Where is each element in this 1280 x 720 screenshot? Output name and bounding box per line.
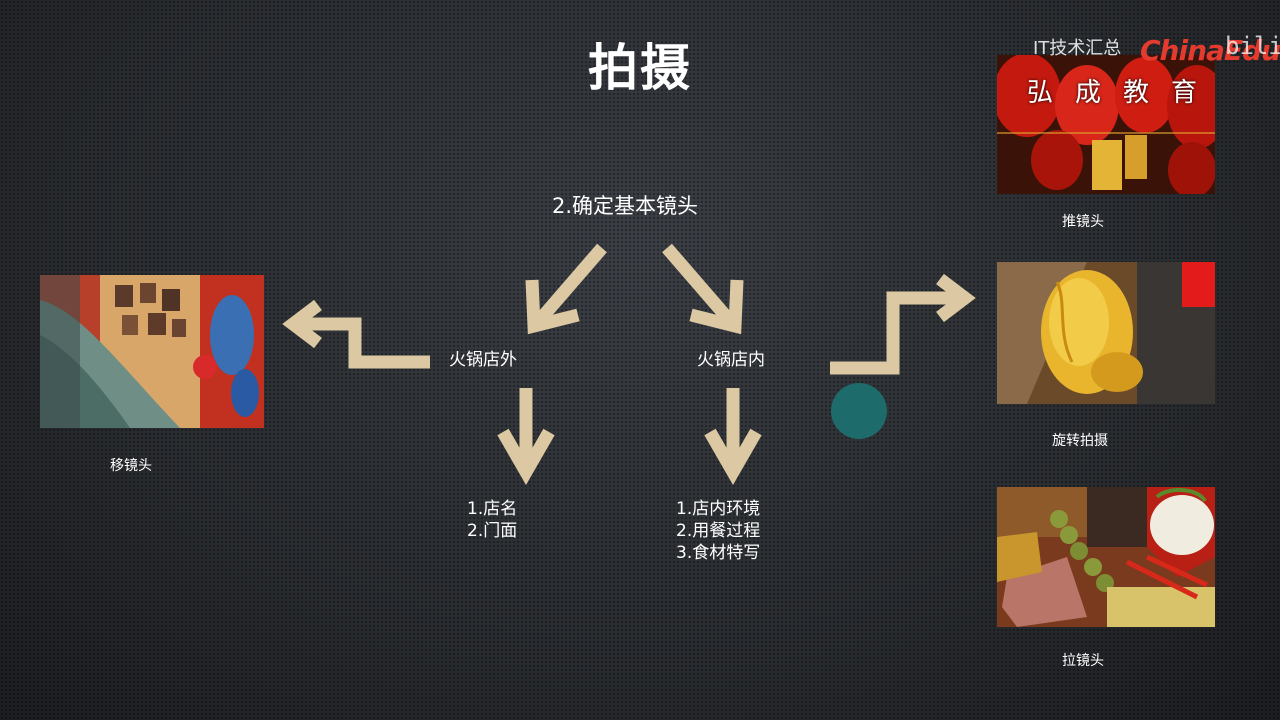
push-shot-caption: 推镜头 xyxy=(1062,214,1104,230)
push-shot-photo xyxy=(997,55,1215,194)
arrow-outside-to-move-shot xyxy=(282,299,430,369)
brand-logo-text: ChinaEdu xyxy=(1140,34,1280,67)
rotate-shot-photo xyxy=(997,262,1215,404)
org-name-text: 弘成教育 xyxy=(1027,78,1220,108)
list-item: 1.店内环境 xyxy=(676,499,761,519)
pull-shot-photo xyxy=(997,487,1215,627)
arrow-inside-to-shots xyxy=(830,273,976,375)
slide-title: 拍摄 xyxy=(588,39,692,97)
platform-logo-text: bilibili xyxy=(1225,32,1280,60)
arrow-outside-to-items xyxy=(497,388,555,486)
pull-shot-caption: 拉镜头 xyxy=(1062,653,1104,669)
arrow-root-to-inside xyxy=(662,243,744,335)
list-item: 3.食材特写 xyxy=(676,543,761,563)
rotate-shot-caption: 旋转拍摄 xyxy=(1052,433,1108,449)
outside-items-list: 1.店名 2.门面 xyxy=(467,498,517,542)
move-shot-caption: 移镜头 xyxy=(110,458,152,474)
list-item: 2.用餐过程 xyxy=(676,521,761,541)
arrow-root-to-outside xyxy=(525,243,607,335)
arrow-inside-to-items xyxy=(704,388,762,486)
inside-items-list: 1.店内环境 2.用餐过程 3.食材特写 xyxy=(676,498,760,564)
root-node-label: 2.确定基本镜头 xyxy=(552,194,699,218)
list-item: 1.店名 xyxy=(467,499,518,519)
branch-label-outside: 火锅店外 xyxy=(449,350,517,370)
watermark-logo: IT技术汇总 ChinaEdu bilibili 弘成教育 xyxy=(1025,30,1280,110)
branch-label-inside: 火锅店内 xyxy=(697,350,765,370)
list-item: 2.门面 xyxy=(467,521,518,541)
watermark-channel-text: IT技术汇总 xyxy=(1033,38,1122,59)
teal-dot xyxy=(831,383,887,439)
move-shot-photo xyxy=(40,275,264,428)
